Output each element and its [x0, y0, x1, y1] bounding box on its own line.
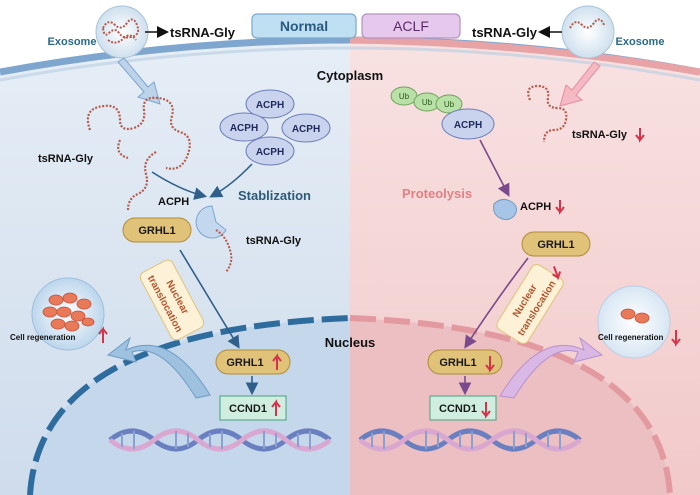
ub-2: Ub: [422, 98, 433, 107]
tsrna-right-structure: [527, 84, 568, 143]
regen-left-curved-arrow: [106, 336, 211, 399]
cytoplasm-label: Cytoplasm: [317, 68, 383, 83]
cell-regen-left-label: Cell regeneration: [10, 333, 75, 342]
grhl1-right-translocation-arrow: [464, 257, 529, 349]
acph-cluster-1: ACPH: [256, 100, 284, 111]
ccnd1-right-down-arrow: [481, 402, 491, 419]
exosome-right-uptake-arrow: [559, 61, 601, 107]
ccnd1-left-box: CCND1: [219, 395, 287, 421]
tsrna-left-top: tsRNA-Gly: [170, 25, 236, 40]
aclf-label: ACLF: [393, 18, 429, 34]
grhl1-left-translocation-arrow: [179, 249, 240, 349]
exosome-right-label: Exosome: [616, 36, 665, 48]
nucleus-membrane-right: [349, 315, 673, 495]
acph-cluster-3: ACPH: [292, 124, 320, 135]
tsrna-right-top: tsRNA-Gly: [472, 25, 538, 40]
cell-regeneration-right: [597, 285, 671, 359]
grhl1-nucleus-left-label: GRHL1: [226, 357, 263, 369]
exosome-left-icon: [95, 5, 149, 59]
tsrna-left-bound: tsRNA-Gly: [246, 235, 302, 247]
nucleus-membrane-left: [27, 315, 351, 495]
grhl1-right-label: GRHL1: [537, 239, 574, 251]
normal-label: Normal: [280, 18, 328, 34]
grhl1-right-down-arrow: [485, 356, 495, 373]
grhl1-nucleus-right-pill: GRHL1: [427, 349, 503, 375]
normal-pill: Normal: [251, 13, 357, 39]
acph-degraded-icon: [493, 198, 518, 221]
proteolysis-label: Proteolysis: [402, 186, 472, 201]
ccnd1-left-up-arrow: [271, 399, 281, 416]
ub-3: Ub: [444, 100, 455, 109]
aclf-pill: ACLF: [361, 13, 461, 39]
ub-chain: Ub Ub Ub: [390, 86, 463, 114]
acph-ub-label: ACPH: [454, 120, 482, 131]
acph-cluster: ACPH ACPH ACPH ACPH: [219, 89, 331, 166]
regen-right-curved-arrow: [499, 336, 604, 399]
grhl1-nucleus-right-label: GRHL1: [439, 357, 476, 369]
ccnd1-left-label: CCND1: [229, 403, 267, 415]
translocation-right-down-arrow: [552, 266, 562, 281]
ccnd1-right-label: CCND1: [439, 403, 477, 415]
membrane-inner: [0, 46, 700, 82]
tsrna-right-down-arrow: [635, 128, 645, 143]
grhl1-left-up-arrow: [272, 353, 282, 370]
acph-to-complex-arrow: [209, 163, 253, 198]
cell-regen-right-label: Cell regeneration: [598, 333, 663, 342]
acph-cluster-4: ACPH: [256, 147, 284, 158]
tsrna-left-mid: tsRNA-Gly: [38, 153, 94, 165]
dna-right-icon: [358, 428, 582, 452]
acph-cluster-2: ACPH: [230, 123, 258, 134]
dna-left-icon: [108, 428, 332, 452]
acph-right-down-arrow: [555, 200, 565, 215]
cell-regen-right-down-arrow: [671, 330, 681, 347]
acph-ub-ellipse: ACPH: [441, 108, 495, 140]
exosome-left-label: Exosome: [48, 36, 97, 48]
cell-regeneration-left: [31, 277, 105, 351]
grhl1-right-pill: GRHL1: [521, 231, 591, 257]
exosome-right-icon: [561, 5, 615, 59]
tsrna-right-mid: tsRNA-Gly: [572, 129, 628, 141]
tsrna-left-structure: [86, 96, 191, 211]
exosome-left-uptake-arrow: [117, 57, 161, 105]
grhl1-left-pill: GRHL1: [122, 217, 192, 243]
cell-regen-left-up-arrow: [98, 326, 108, 343]
acph-right-label: ACPH: [520, 201, 551, 213]
proteolysis-arrow: [479, 139, 510, 197]
membrane-right: [349, 36, 700, 76]
ccnd1-right-box: CCND1: [429, 395, 497, 421]
stabilization-label: Stablization: [238, 188, 311, 203]
acph-left-label: ACPH: [158, 196, 189, 208]
tsrna-to-complex-arrow: [151, 171, 208, 200]
ub-1: Ub: [399, 92, 410, 101]
grhl1-left-label: GRHL1: [138, 225, 175, 237]
grhl1-nucleus-left-pill: GRHL1: [215, 349, 291, 375]
nucleus-label: Nucleus: [325, 335, 376, 350]
acph-complex-icon: [195, 205, 233, 273]
